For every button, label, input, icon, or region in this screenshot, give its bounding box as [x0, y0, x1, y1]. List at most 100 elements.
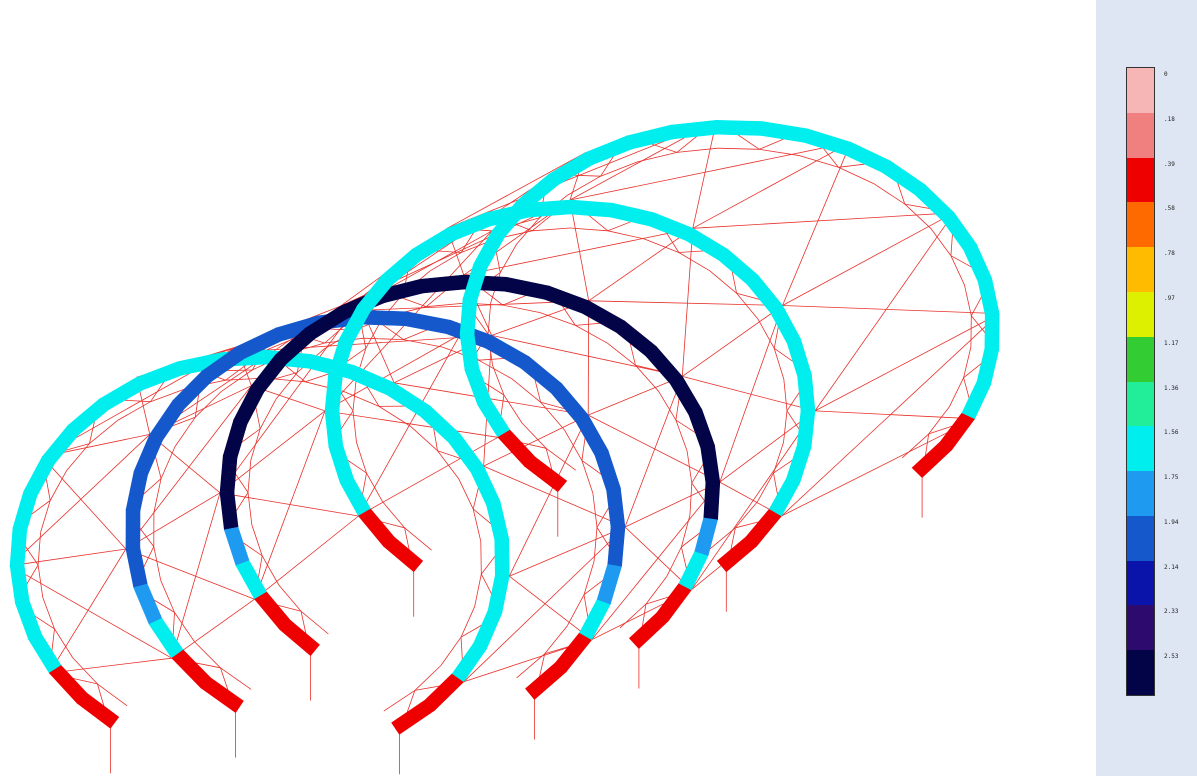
truss-member	[502, 304, 541, 313]
arch-stress-segment	[656, 582, 692, 622]
arch-stress-segment	[41, 425, 80, 465]
truss-member	[645, 576, 667, 605]
arch-stress-segment	[626, 124, 675, 150]
truss-member	[160, 580, 175, 613]
arch-stress-segment	[12, 490, 38, 531]
truss-member	[410, 426, 438, 451]
truss-member	[682, 305, 783, 377]
arch-stress-segment	[136, 361, 183, 390]
legend-swatch	[1127, 650, 1154, 696]
truss-member	[781, 418, 975, 517]
truss-member	[773, 348, 785, 380]
truss-member	[195, 391, 222, 418]
truss-member	[40, 500, 51, 533]
truss-member	[838, 166, 874, 184]
truss-member	[221, 369, 253, 392]
truss-member	[587, 300, 590, 416]
arch-stress-segment	[324, 373, 343, 412]
arch-stress-segment	[716, 536, 758, 573]
truss-member	[607, 342, 636, 366]
truss-member	[509, 575, 592, 641]
arch-stress-segment	[279, 620, 320, 657]
truss-member	[964, 285, 972, 316]
truss-member	[254, 515, 359, 600]
arch-stress-segment	[609, 202, 655, 227]
truss-member	[358, 436, 499, 517]
truss-member	[569, 141, 851, 201]
arch-stress-segment	[596, 563, 622, 605]
truss-member	[708, 527, 736, 551]
truss-member	[42, 456, 127, 550]
truss-member	[404, 527, 432, 551]
truss-member	[624, 376, 683, 528]
truss-member	[658, 390, 677, 421]
truss-member	[588, 300, 783, 306]
truss-member	[358, 334, 461, 517]
truss-member	[719, 305, 783, 483]
arch-stress-segment	[125, 470, 148, 512]
truss-member	[437, 450, 459, 479]
arch-stress-segment	[464, 367, 492, 406]
truss-member	[259, 399, 277, 429]
arch-stress-segment	[339, 477, 372, 517]
truss-member	[72, 657, 98, 685]
arch-stress-segment	[569, 199, 614, 218]
arch-stress-segment	[977, 277, 1000, 316]
arch-stress-segment	[939, 412, 976, 451]
truss-member	[9, 565, 172, 659]
arch-stress-segment	[786, 444, 812, 484]
legend-value-label: 2.33	[1164, 608, 1179, 616]
arch-stress-segment	[497, 429, 536, 467]
arch-stress-segment	[984, 313, 1000, 350]
arch-stress-segment	[881, 160, 926, 195]
truss-member	[692, 141, 852, 229]
model-viewport[interactable]	[0, 0, 1096, 776]
arch-stress-segment	[615, 320, 657, 357]
arch-stress-segment	[473, 609, 503, 650]
arch-stress-segment	[769, 305, 801, 344]
truss-member	[635, 365, 659, 392]
arch-stress-segment	[446, 212, 492, 241]
arch-stress-segment	[324, 410, 344, 448]
legend-value-label: 1.75	[1164, 474, 1179, 482]
arch-stress-segment	[548, 152, 594, 186]
arch-stress-segment	[391, 700, 435, 735]
truss-member	[588, 414, 720, 483]
legend-swatch	[1127, 68, 1154, 114]
truss-member	[516, 217, 540, 245]
truss-member	[963, 346, 972, 378]
arch-stress-segment	[14, 600, 42, 640]
arch-stress-segment	[477, 399, 511, 438]
legend-value-label: .78	[1164, 250, 1175, 258]
arch-stress-segment	[382, 536, 424, 573]
truss-member	[48, 548, 127, 674]
legend-value-label: 1.94	[1164, 518, 1179, 526]
arch-stress-segment	[328, 444, 354, 484]
truss-member	[588, 376, 683, 416]
truss-member	[682, 376, 816, 412]
truss-member	[125, 492, 221, 550]
arch-stress-segment	[125, 547, 148, 588]
arch-stress-segment	[606, 487, 626, 528]
arch-stress-segment	[550, 383, 589, 423]
truss-member	[483, 414, 589, 467]
arch-stress-segment	[607, 526, 626, 567]
truss-member	[300, 610, 329, 635]
truss-member	[153, 478, 162, 513]
legend-value-label: 1.36	[1164, 384, 1179, 392]
truss-member	[644, 238, 679, 253]
truss-member	[219, 305, 358, 494]
truss-member	[930, 228, 952, 256]
truss-member	[928, 406, 950, 435]
legend-value-label: .97	[1164, 294, 1175, 302]
truss-member	[675, 419, 688, 452]
truss-member	[150, 387, 188, 403]
truss-member	[511, 378, 541, 403]
legend-value-label: .39	[1164, 160, 1175, 168]
arch-stress-segment	[9, 527, 28, 567]
truss-member	[426, 302, 465, 308]
truss-member	[174, 612, 195, 643]
truss-member	[692, 212, 955, 229]
arch-stress-segment	[133, 434, 163, 476]
